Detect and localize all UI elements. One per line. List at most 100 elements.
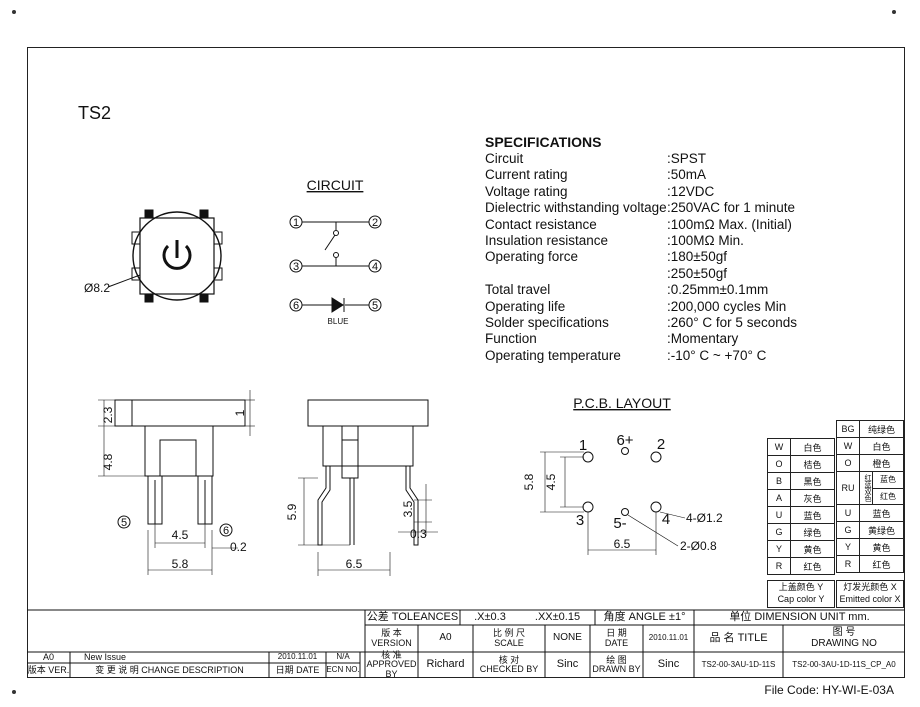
dim-width: 6.5 <box>614 537 631 551</box>
cap-color-code: W <box>767 438 791 456</box>
led-color-code: Y <box>836 538 860 556</box>
spec-value: :180±50gf <box>667 249 727 265</box>
header-description: 变 更 说 明 CHANGE DESCRIPTION <box>95 664 244 675</box>
pin-label: 5 <box>121 517 127 529</box>
dim-width: 6.5 <box>346 557 363 571</box>
spec-value: :SPST <box>667 151 707 166</box>
led-color-code: R <box>836 555 860 573</box>
led-color-code: G <box>836 521 860 539</box>
file-code: File Code: HY-WI-E-03A <box>764 683 894 697</box>
cap-color-code: A <box>767 489 791 507</box>
switch-side-view-right <box>298 399 438 576</box>
circuit-pin-label: 3 <box>293 261 299 273</box>
led-color-sub: 蓝色 <box>873 472 903 489</box>
circuit-pin-label: 6 <box>293 300 299 312</box>
cap-color-code: O <box>767 455 791 473</box>
switch-top-view <box>107 209 223 303</box>
spec-value: :250±50gf <box>667 265 727 281</box>
diameter-dimension: Ø8.2 <box>84 281 110 295</box>
spec-label: Operating force <box>485 249 579 265</box>
spec-label: Voltage rating <box>485 183 568 199</box>
cap-color-code: Y <box>767 540 791 558</box>
cap-color-name: 红色 <box>790 557 835 575</box>
dim-height: 4.8 <box>101 453 115 470</box>
dim-height: 1 <box>233 409 247 416</box>
cap-color-code: U <box>767 506 791 524</box>
cap-color-code: G <box>767 523 791 541</box>
pcb-layout-heading: P.C.B. LAYOUT <box>573 395 671 411</box>
spec-label: Contact resistance <box>485 216 597 232</box>
tolerance-label: 公差 TOLEANCES <box>366 610 459 623</box>
spec-label: Current rating <box>485 167 568 183</box>
spec-value: :12VDC <box>667 183 715 199</box>
switch-side-view-left <box>98 390 255 575</box>
cap-color-name: 黄色 <box>790 540 835 558</box>
led-caption-en: Emitted color X <box>839 594 901 604</box>
spec-value: :0.25mm±0.1mm <box>667 282 769 298</box>
approved-by-value: Richard <box>426 658 465 671</box>
circuit-heading: CIRCUIT <box>307 177 364 193</box>
dim-height: 5.8 <box>522 473 536 490</box>
led-color-name: 黄色 <box>859 538 904 556</box>
led-color-caption: 灯发光颜色 X Emitted color X <box>836 580 904 608</box>
corner-mark <box>12 10 16 14</box>
spec-label: Circuit <box>485 151 524 166</box>
date-label: 日 期 DATE <box>604 628 629 648</box>
led-color-code: W <box>836 437 860 455</box>
header-date: 日期 DATE <box>275 664 320 675</box>
approved-by-label: 核 准 APPROVED BY <box>366 649 417 679</box>
circuit-pin-label: 1 <box>293 217 299 229</box>
title-block-grid <box>27 609 905 678</box>
spec-label: Dielectric withstanding voltage <box>485 200 667 216</box>
cap-caption-en: Cap color Y <box>777 594 825 604</box>
cap-color-name: 灰色 <box>790 489 835 507</box>
circuit-pin-label: 4 <box>372 261 378 273</box>
cap-color-caption: 上盖颜色 Y Cap color Y <box>767 580 835 608</box>
corner-mark <box>892 10 896 14</box>
tolerance-2: .XX±0.15 <box>534 610 581 623</box>
led-color-name: 红蓝双色 <box>860 472 873 504</box>
version-label: 版 本 VERSION <box>371 628 412 648</box>
dim-height: 3.5 <box>401 500 415 517</box>
dim-height: 4.5 <box>544 473 558 490</box>
drawn-by-label: 绘 图 DRAWN BY <box>592 654 641 674</box>
dim-width: 4.5 <box>172 528 189 542</box>
angle-tolerance: 角度 ANGLE ±1° <box>603 610 686 623</box>
spec-label: Solder specifications <box>485 315 609 330</box>
cap-color-name: 桔色 <box>790 455 835 473</box>
pin-label: 6 <box>223 525 229 537</box>
drawn-by-value: Sinc <box>657 658 680 671</box>
led-color-name: 纯绿色 <box>859 420 904 438</box>
pcb-pin-label: 3 <box>576 512 584 529</box>
led-caption-cn: 灯发光颜色 X <box>843 582 897 592</box>
specifications-heading: SPECIFICATIONS <box>485 134 602 150</box>
dim-height: 5.9 <box>285 503 299 520</box>
title-value: TS2-00-3AU-1D-11S <box>701 659 776 669</box>
circuit-pin-label: 2 <box>372 217 378 229</box>
spec-value: :250VAC for 1 minute <box>667 200 796 216</box>
revision-date: 2010.11.01 <box>277 652 318 662</box>
drawing-frame <box>27 47 905 678</box>
led-color-name: 黄绿色 <box>859 521 904 539</box>
scale-value: NONE <box>553 632 582 644</box>
pcb-pin-label: 5- <box>613 515 626 532</box>
drawing-title: TS2 <box>78 103 112 123</box>
tolerance-1: .X±0.3 <box>474 610 506 623</box>
pcb-pin-label: 6+ <box>616 432 633 449</box>
spec-value: :260° C for 5 seconds <box>667 315 797 330</box>
spec-value: :200,000 cycles Min <box>667 298 787 314</box>
drawing-no-label: 图 号 DRAWING NO <box>811 627 877 649</box>
dimension-unit: 单位 DIMENSION UNIT mm. <box>729 610 870 623</box>
pcb-pin-label: 1 <box>579 437 587 454</box>
